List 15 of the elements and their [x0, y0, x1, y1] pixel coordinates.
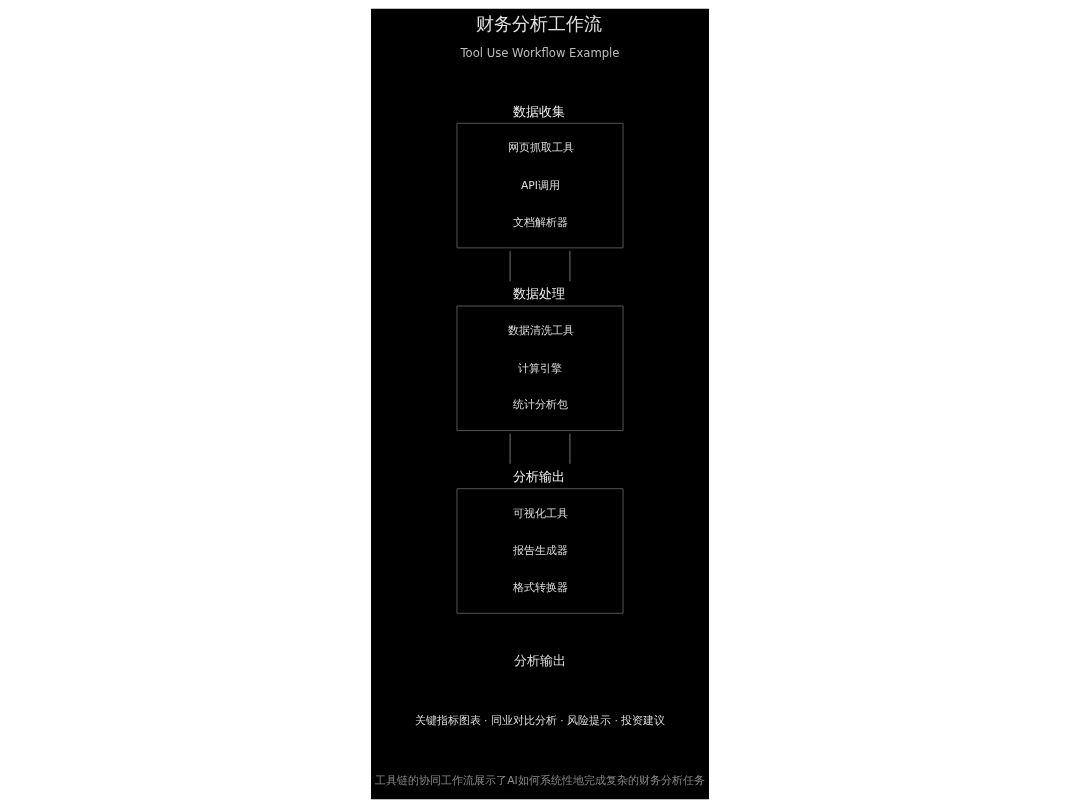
connector — [509, 250, 511, 282]
caption: 工具链的协同工作流展示了AI如何系统性地完成复杂的财务分析任务 — [375, 773, 705, 787]
connector — [569, 433, 571, 465]
connector — [569, 250, 571, 282]
label: 分析输出 — [514, 652, 566, 668]
node-box: 数据清洗工具 计算引擎 统计分析包 — [456, 305, 624, 431]
node-label: 数据收集 — [513, 103, 566, 119]
label: Tool Use Workflow Example — [460, 45, 620, 60]
diagram-title: 财务分析工作流 — [476, 12, 603, 34]
node-label: 分析输出 — [513, 469, 566, 485]
connector — [509, 433, 511, 465]
node-label: 数据处理 — [513, 286, 566, 302]
label: 关键指标图表 · 同业对比分析 · 风险提示 · 投资建议 — [414, 714, 666, 728]
node-box: 网页抓取工具 API调用 文档解析器 — [456, 122, 624, 249]
node-box: 可视化工具 报告生成器 格式转换器 — [456, 488, 624, 614]
